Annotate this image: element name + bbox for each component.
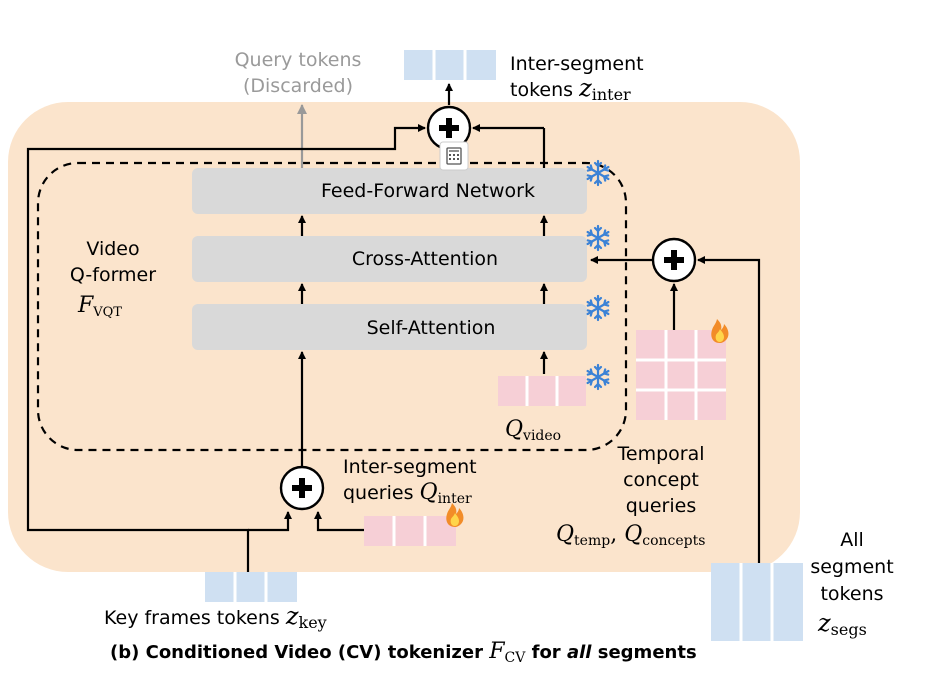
qvideo-label: Qvideo: [505, 417, 561, 444]
cross-attention-layer: [192, 236, 587, 282]
qinter-tokens: [364, 516, 456, 546]
inter-layer-arrows: [298, 215, 548, 304]
cross-attention-label: Cross-Attention: [352, 248, 498, 270]
inter-tokens-label-1: Inter-segment: [510, 53, 644, 75]
calculator-icon: [439, 141, 469, 171]
inter-tokens-label-2: tokens zinter: [510, 74, 631, 104]
f-vqt-label: FVQT: [77, 293, 122, 320]
all-label-2: segment: [810, 556, 893, 578]
segment-tokens: [711, 563, 803, 641]
plus-circle-icon: [279, 465, 325, 511]
video-label: Video: [86, 238, 139, 260]
key-to-bottom-plus: [248, 511, 292, 532]
z-segs-label: zsegs: [817, 609, 867, 639]
temporal-label-3: queries: [626, 495, 696, 517]
caption: (b) Conditioned Video (CV) tokenizer FCV…: [110, 639, 697, 666]
key-frame-tokens: [205, 572, 297, 602]
inter-queries-label-2: queries Qinter: [343, 480, 472, 507]
temporal-math-label: Qtemp, Qconcepts: [556, 522, 705, 549]
temporal-label-1: Temporal: [617, 443, 705, 465]
query-tokens-label: Query tokens: [235, 49, 362, 71]
plus-circle-icon: [651, 237, 697, 283]
qformer-dashed-box: [36, 161, 628, 452]
temporal-label-2: concept: [623, 469, 699, 491]
ffn-label: Feed-Forward Network: [321, 180, 535, 202]
inter-queries-label-1: Inter-segment: [343, 456, 477, 478]
all-label-3: tokens: [820, 583, 883, 605]
temporal-concept-tokens: [636, 330, 726, 420]
z-inter-tokens: [404, 50, 496, 80]
all-label-1: All: [840, 529, 864, 551]
self-attention-label: Self-Attention: [367, 317, 496, 339]
discarded-label: (Discarded): [243, 75, 353, 97]
qvideo-tokens: [498, 376, 586, 406]
ffn-layer: [192, 168, 587, 214]
qformer-label: Q-former: [70, 264, 156, 286]
qinter-to-bottom-plus: [314, 511, 364, 532]
self-attention-layer: [192, 304, 587, 350]
segs-to-right-plus: [697, 256, 761, 563]
key-frames-label: Key frames tokens zkey: [104, 602, 327, 632]
